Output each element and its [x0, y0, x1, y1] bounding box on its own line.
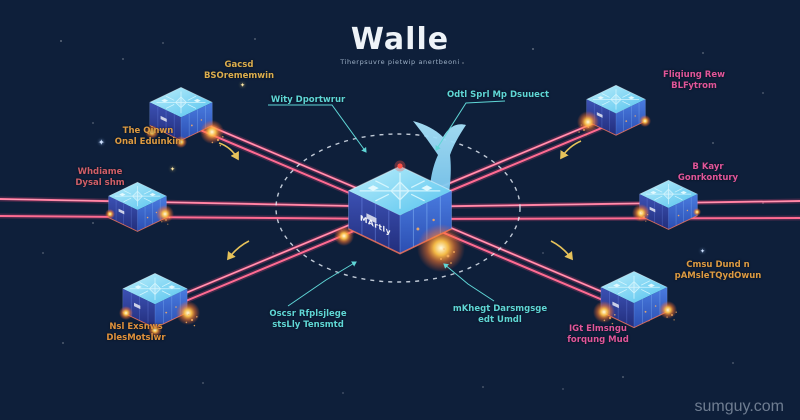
callout-whale: Whdiame Dysal shm — [75, 167, 125, 189]
callout-fliqiung: Fliqiung Rew BLFytrom — [663, 70, 725, 92]
callout-connectors — [268, 100, 506, 307]
whale-tail-icon — [413, 121, 466, 212]
node-left — [108, 181, 167, 232]
flow-arrow-icons — [218, 140, 582, 261]
sparkle-icon: ✦ — [98, 138, 105, 147]
callout-mkheft: mKhegt Darsmgsge edt Umdl — [452, 304, 548, 326]
callout-wity: Wity Dportwrur — [270, 95, 346, 105]
orbit-ring — [275, 133, 521, 283]
callout-queen: The Qinwn Onal Eduinkin — [114, 126, 182, 148]
center-top-dot — [397, 163, 403, 169]
explosion-glows — [105, 111, 701, 337]
sparkle-icon: ✦ — [700, 248, 706, 255]
callout-oscsr: Oscsr Rfplsjlege stsLly Tensmtd — [269, 309, 347, 331]
callout-cmsu: Cmsu Dund n pAMsleTQydOwun — [674, 260, 762, 282]
node-bottom-left — [122, 272, 188, 329]
sparkle-icon: ✦ — [240, 82, 246, 89]
callout-bkayr: B Kayr Gonrkontury — [677, 162, 739, 184]
page-title: Walle — [350, 22, 450, 57]
callout-genesis: Gacsd BSOrememwin — [203, 60, 275, 82]
page-subtitle: Tiherpsuvre pietwip anertbeoni — [340, 58, 460, 66]
watermark: sumguy.com — [694, 398, 784, 415]
node-right — [639, 179, 698, 230]
sparkle-icon: ✦ — [170, 166, 176, 173]
callout-nsl: Nsl Exsnws DlesMotslwr — [106, 322, 166, 344]
callout-igt: IGt Elmsngu forqung Mud — [567, 324, 629, 346]
callout-odtl: Odtl Sprl Mp Dsuuect — [446, 90, 550, 100]
